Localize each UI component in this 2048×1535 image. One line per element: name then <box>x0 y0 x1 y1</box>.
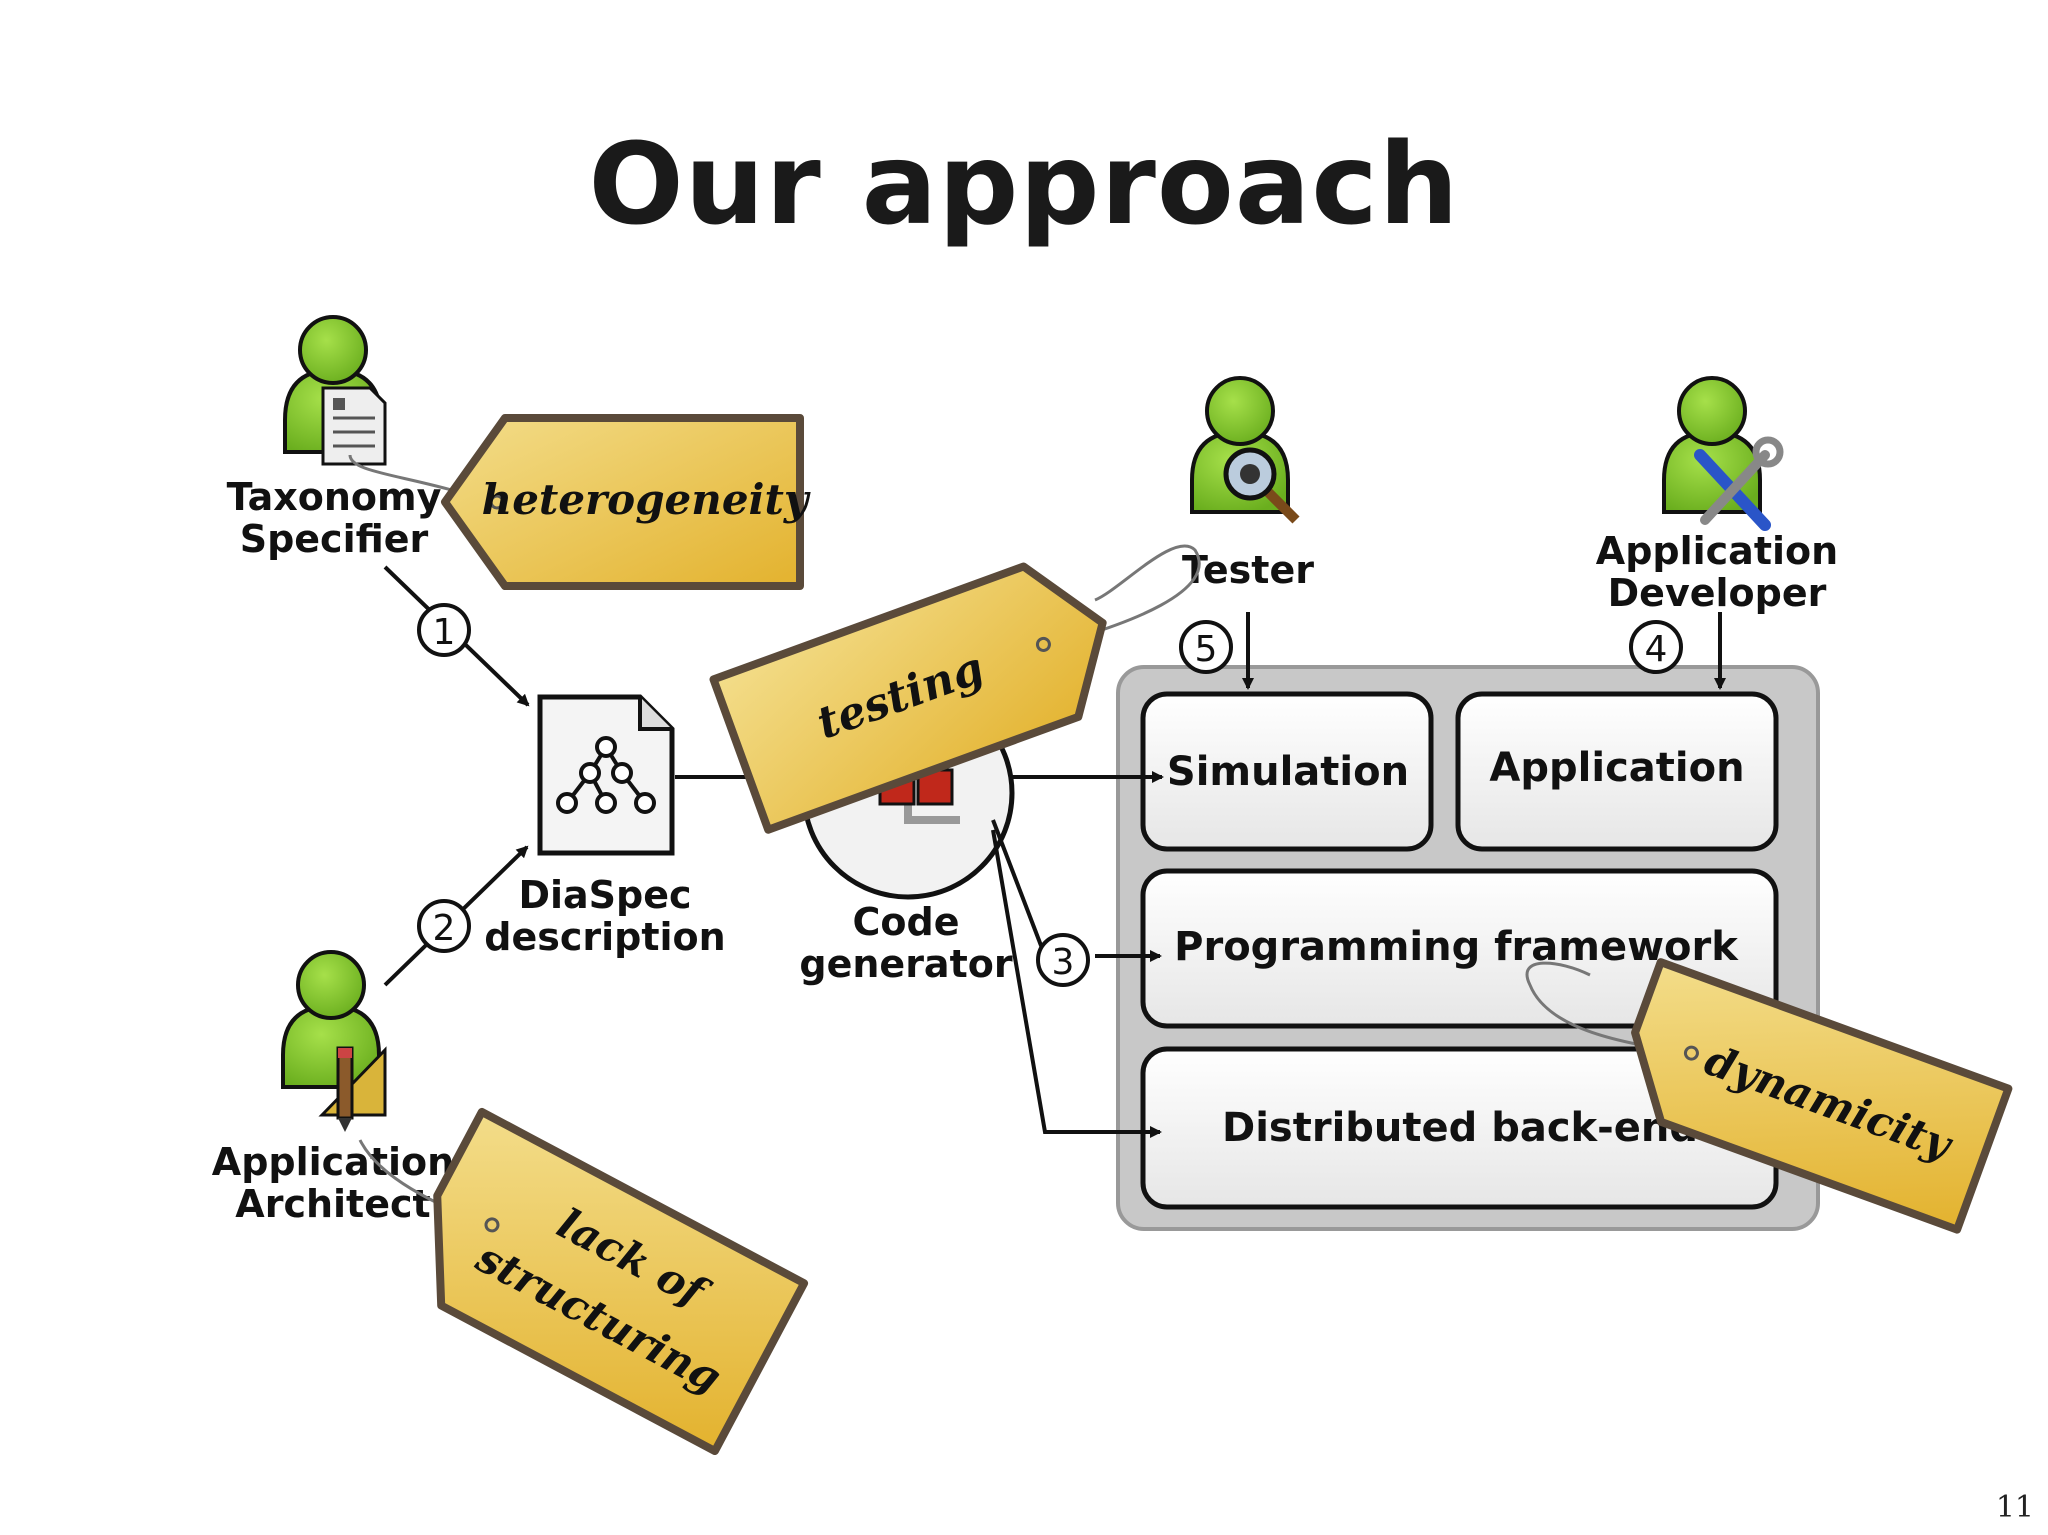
taxonomy-label-1: Taxonomy <box>227 475 442 519</box>
code-generator-label-1: Code <box>853 900 960 944</box>
diaspec-label-1: DiaSpec <box>518 873 691 917</box>
page-number: 11 <box>1995 1490 2034 1525</box>
tester-label: Tester <box>1182 548 1314 592</box>
programming-framework-label: Programming framework <box>1174 924 1739 970</box>
slide-title: Our approach <box>588 120 1460 250</box>
programming-framework-box <box>1140 868 1779 1029</box>
tools-icon <box>1694 436 1784 531</box>
code-generator-label-2: generator <box>799 942 1012 986</box>
application-label: Application <box>1489 745 1744 791</box>
step-4-marker <box>1629 620 1683 674</box>
architect-label-1: Application <box>212 1140 454 1184</box>
step-2-marker <box>417 899 471 953</box>
person-icon <box>1662 376 1762 514</box>
step-markers: 1 2 3 4 5 <box>417 603 1683 987</box>
document-icon <box>321 386 387 466</box>
tag-heterogeneity: heterogeneity <box>441 414 811 590</box>
svg-text:2: 2 <box>433 908 456 949</box>
taxonomy-label-2: Specifier <box>240 517 429 561</box>
svg-text:1: 1 <box>433 612 456 653</box>
magnifier-icon <box>1223 447 1300 524</box>
application-architect-actor <box>281 950 387 1132</box>
step-1-marker <box>417 603 471 657</box>
simulation-box <box>1140 691 1434 852</box>
developer-label-1: Application <box>1596 529 1838 573</box>
diaspec-document <box>537 694 675 856</box>
application-box <box>1455 691 1779 852</box>
pencil-ruler-icon <box>318 1046 387 1132</box>
backend-label: Distributed back-end <box>1222 1105 1698 1151</box>
platform-container: Simulation Application Programming frame… <box>1116 665 1820 1231</box>
svg-text:4: 4 <box>1645 629 1668 670</box>
svg-text:5: 5 <box>1195 629 1218 670</box>
application-developer-actor <box>1662 376 1784 531</box>
architect-label-2: Architect <box>235 1182 430 1226</box>
tester-actor <box>1190 376 1300 524</box>
tree-icon <box>556 736 656 814</box>
person-icon <box>281 950 381 1089</box>
diaspec-label-2: description <box>484 915 725 959</box>
svg-text:heterogeneity: heterogeneity <box>482 475 811 524</box>
taxonomy-specifier-actor <box>283 315 387 466</box>
simulation-label: Simulation <box>1167 749 1409 795</box>
flow-arrows <box>383 565 1726 1138</box>
step-5-marker <box>1179 620 1233 674</box>
tag-testing: testing <box>709 562 1107 834</box>
step-3-marker <box>1036 933 1090 987</box>
tag-lack-of-structuring: lack of structuring <box>433 1107 809 1456</box>
tag-dynamicity: dynamicity <box>1631 958 2013 1234</box>
developer-label-2: Developer <box>1608 571 1827 615</box>
svg-text:3: 3 <box>1052 942 1075 983</box>
